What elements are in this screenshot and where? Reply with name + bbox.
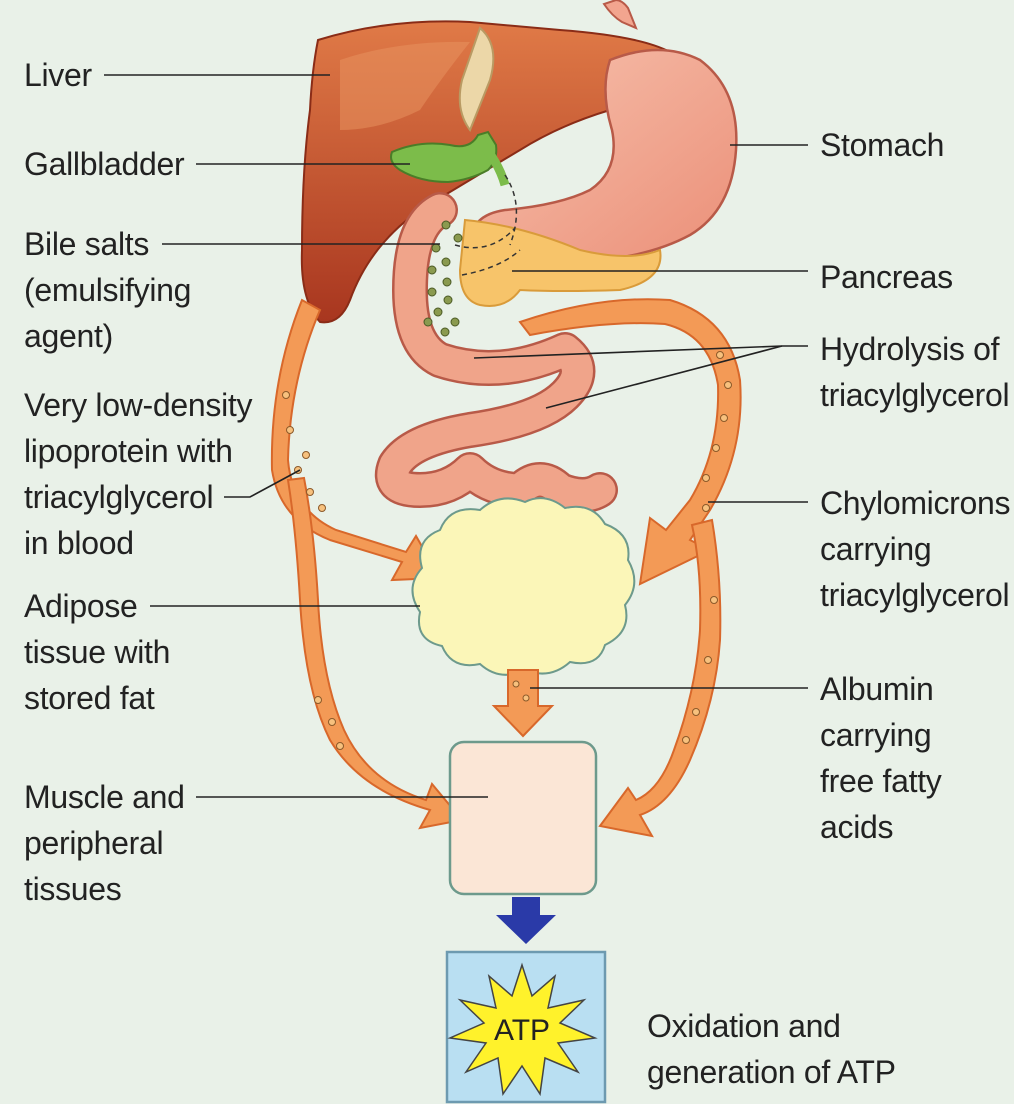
liver-label: Liver — [24, 52, 92, 98]
adipose-label-line: Adipose — [24, 583, 170, 629]
vldl-label-line: Very low-density — [24, 382, 252, 428]
chylomicrons-label: Chylomicrons carrying triacylglycerol — [820, 480, 1010, 618]
adipose-label-line: tissue with — [24, 629, 170, 675]
hydrolysis-label: Hydrolysis of triacylglycerol — [820, 326, 1009, 418]
hydrolysis-label-line: Hydrolysis of — [820, 326, 1009, 372]
oxidation-label: Oxidation and generation of ATP — [647, 1003, 896, 1095]
vldl-label-line: in blood — [24, 520, 252, 566]
adipose-tissue-blob — [412, 498, 634, 675]
stomach-label: Stomach — [820, 122, 944, 168]
muscle-label: Muscle and peripheral tissues — [24, 774, 185, 912]
bile-salts-label-line: (emulsifying — [24, 267, 191, 313]
chylomicrons-label-line: Chylomicrons — [820, 480, 1010, 526]
albumin-label: Albumin carrying free fatty acids — [820, 666, 942, 850]
hydrolysis-label-line: triacylglycerol — [820, 372, 1009, 418]
pancreas-label: Pancreas — [820, 254, 953, 300]
oxidation-label-line: Oxidation and — [647, 1003, 896, 1049]
bile-salts-label: Bile salts (emulsifying agent) — [24, 221, 191, 359]
bile-salts-label-line: agent) — [24, 313, 191, 359]
vldl-label-line: triacylglycerol — [24, 474, 252, 520]
liver-label-line: Liver — [24, 52, 92, 98]
chylomicrons-label-line: triacylglycerol — [820, 572, 1010, 618]
albumin-label-line: free fatty — [820, 758, 942, 804]
albumin-arrow — [494, 670, 552, 736]
stomach-label-line: Stomach — [820, 122, 944, 168]
chylomicrons-label-line: carrying — [820, 526, 1010, 572]
albumin-label-line: Albumin — [820, 666, 942, 712]
esophagus-organ — [604, 0, 636, 28]
muscle-tissue-box — [450, 742, 596, 894]
pancreas-label-line: Pancreas — [820, 254, 953, 300]
vldl-label-line: lipoprotein with — [24, 428, 252, 474]
gallbladder-label: Gallbladder — [24, 141, 184, 187]
muscle-label-line: tissues — [24, 866, 185, 912]
adipose-label: Adipose tissue with stored fat — [24, 583, 170, 721]
adipose-label-line: stored fat — [24, 675, 170, 721]
bile-salts-label-line: Bile salts — [24, 221, 191, 267]
gallbladder-label-line: Gallbladder — [24, 141, 184, 187]
atp-label: ATP — [494, 1014, 550, 1047]
down-arrow-icon — [496, 897, 556, 944]
oxidation-label-line: generation of ATP — [647, 1049, 896, 1095]
muscle-label-line: Muscle and — [24, 774, 185, 820]
muscle-label-line: peripheral — [24, 820, 185, 866]
vldl-label: Very low-density lipoprotein with triacy… — [24, 382, 252, 566]
albumin-label-line: acids — [820, 804, 942, 850]
albumin-label-line: carrying — [820, 712, 942, 758]
